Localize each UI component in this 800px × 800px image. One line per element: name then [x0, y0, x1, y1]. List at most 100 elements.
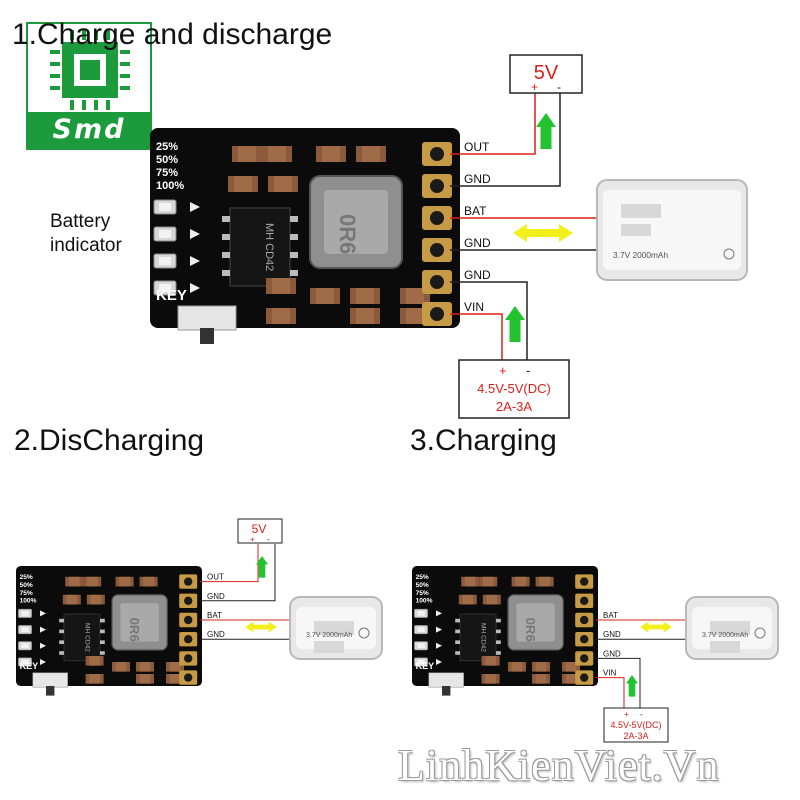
green-up-arrow-icon	[626, 675, 638, 697]
pin-label-gnd: GND	[464, 236, 491, 250]
ic-pin	[222, 270, 230, 276]
pin-label-gnd: GND	[603, 630, 621, 639]
ic-pin	[496, 629, 501, 634]
input-current: 2A-3A	[623, 731, 648, 741]
inductor-top	[120, 603, 159, 642]
minus-sign: -	[526, 363, 530, 378]
battery-symbol-icon	[754, 627, 766, 639]
pad-hole	[580, 654, 589, 663]
ic-pin	[455, 618, 460, 623]
plus-sign: +	[624, 710, 629, 719]
pad-hole	[580, 615, 589, 625]
gnd-wire-out	[200, 544, 276, 602]
ic-pin	[59, 629, 64, 634]
led-direction-icon	[436, 610, 442, 617]
minus-sign: -	[557, 80, 561, 94]
capacitor-body	[322, 146, 340, 162]
green-up-arrow-icon	[536, 113, 556, 149]
capacitor-body	[115, 662, 127, 672]
smd-logo: Smd	[26, 22, 152, 150]
key-label: KEY	[20, 661, 39, 671]
chip-icon	[62, 42, 118, 98]
capacitor-body	[316, 288, 334, 304]
plus-sign: +	[250, 535, 255, 544]
inductor-label: 0R6	[523, 618, 538, 642]
capacitor-body	[66, 594, 78, 605]
input-current: 2A-3A	[496, 399, 532, 414]
title-discharging: 2.DisCharging	[14, 424, 205, 457]
switch-button	[200, 328, 214, 344]
chip-label: MH CD42	[263, 223, 275, 271]
capacitor-body	[89, 674, 100, 684]
pin-label-bat: BAT	[207, 611, 222, 620]
ic-pin	[290, 216, 298, 222]
led-lens	[21, 611, 29, 616]
capacitor-body	[89, 656, 100, 666]
pad-hole	[580, 596, 589, 605]
pad-hole	[430, 307, 444, 321]
led-direction-icon	[436, 642, 442, 649]
capacitor-body	[482, 576, 494, 587]
pin-label-gnd: GND	[207, 630, 225, 639]
battery-label: 3.7V 2000mAh	[306, 632, 352, 639]
out-wire	[450, 92, 536, 155]
battery-indicator-line-2: indicator	[50, 235, 122, 256]
ic-pin	[59, 618, 64, 623]
yellow-double-arrow-icon	[640, 621, 672, 633]
battery-symbol-icon	[723, 248, 735, 260]
capacitor-body	[565, 674, 577, 684]
green-up-arrow-icon	[256, 556, 268, 578]
battery-indicator-line-1: Battery	[50, 211, 111, 232]
led-lens	[159, 203, 171, 211]
key-label: KEY	[156, 287, 187, 304]
pad-hole	[430, 211, 444, 225]
ic-pin	[59, 651, 64, 655]
led-direction-icon	[40, 659, 46, 665]
level-label: 25%	[20, 574, 33, 581]
out-wire	[200, 544, 259, 583]
pad-hole	[430, 243, 444, 257]
pin-label-bat: BAT	[603, 611, 618, 620]
level-label: 50%	[156, 154, 178, 166]
battery-label: 3.7V 2000mAh	[613, 250, 668, 260]
pad-hole	[184, 654, 193, 663]
level-label: 100%	[416, 598, 433, 605]
capacitor-body	[464, 576, 476, 587]
output-box	[237, 518, 283, 544]
input-voltage: 4.5V-5V(DC)	[610, 720, 661, 730]
watermark: LinhKienViet.Vn	[398, 741, 720, 790]
ic-pin	[59, 640, 64, 644]
tactile-switch	[428, 672, 464, 688]
minus-sign: -	[640, 710, 643, 719]
pad-hole	[184, 615, 193, 625]
vin-wire	[450, 313, 503, 360]
yellow-double-arrow-icon	[245, 621, 277, 633]
ic-pin	[290, 234, 298, 240]
capacitor-body	[90, 594, 102, 605]
led-direction-icon	[40, 610, 46, 617]
inductor-top	[324, 190, 388, 254]
level-label: 25%	[416, 574, 429, 581]
title-charge-discharge: 1.Charge and discharge	[12, 18, 333, 51]
led-lens	[21, 627, 29, 632]
pin-label-vin: VIN	[464, 300, 484, 314]
pin-label-gnd: GND	[464, 268, 491, 282]
capacitor-body	[268, 146, 286, 162]
pad-hole	[430, 179, 444, 193]
ic-pin	[222, 234, 230, 240]
led-direction-icon	[190, 229, 200, 239]
ic-pin	[455, 629, 460, 634]
tactile-switch	[177, 305, 237, 331]
inductor-label: 0R6	[127, 618, 142, 642]
battery-blur	[314, 641, 344, 653]
pin-label-out: OUT	[207, 573, 224, 582]
capacitor-body	[406, 308, 424, 324]
pin-label-out: OUT	[464, 140, 490, 154]
inductor-top	[516, 603, 555, 642]
capacitor-body	[486, 594, 498, 605]
pin-label-gnd: GND	[207, 592, 225, 601]
gnd-wire-in	[596, 657, 641, 708]
capacitor-body	[356, 288, 374, 304]
pad-hole	[580, 635, 589, 644]
